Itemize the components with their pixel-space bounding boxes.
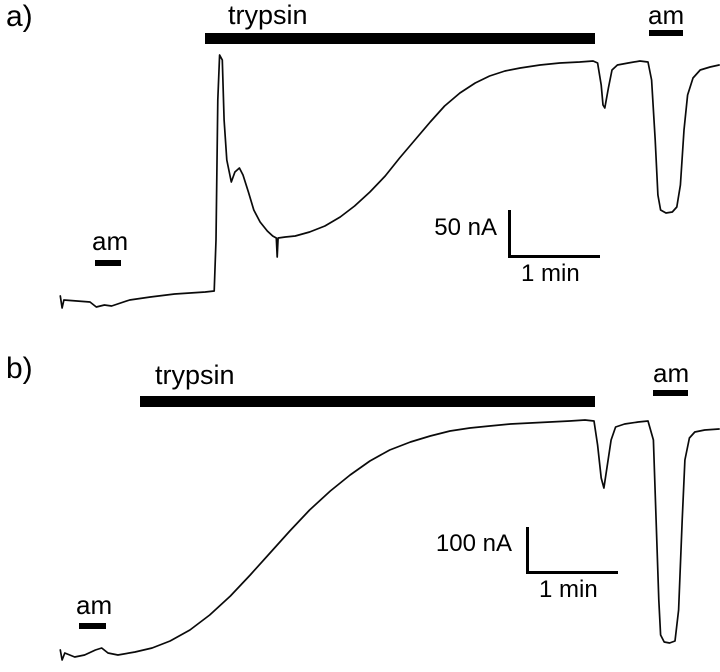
current-scale-bar-b <box>526 527 529 574</box>
panel-a-label: a) <box>6 0 33 33</box>
amiloride-application-bar-post-b <box>653 390 688 396</box>
amiloride-label-pre-b: am <box>76 590 113 620</box>
trypsin-label-a: trypsin <box>228 0 308 30</box>
trypsin-label-b: trypsin <box>155 360 235 390</box>
amiloride-application-bar-pre-b <box>79 623 106 629</box>
current-scale-bar-a <box>508 210 511 258</box>
current-trace-a <box>59 54 720 309</box>
time-scale-label-b: 1 min <box>539 576 598 603</box>
time-scale-label-a: 1 min <box>521 260 580 287</box>
time-scale-bar-a <box>508 255 600 258</box>
panel-b-label: b) <box>6 352 33 385</box>
current-scale-label-a: 50 nA <box>434 214 497 241</box>
amiloride-label-post-a: am <box>648 0 685 30</box>
time-scale-bar-b <box>526 571 618 574</box>
current-trace-b <box>59 419 720 661</box>
trypsin-application-bar-b <box>140 396 595 407</box>
amiloride-label-pre-a: am <box>92 226 129 256</box>
amiloride-label-post-b: am <box>653 358 690 388</box>
current-scale-label-b: 100 nA <box>435 530 512 557</box>
amiloride-application-bar-post-a <box>649 30 683 36</box>
trypsin-application-bar-a <box>205 33 595 44</box>
amiloride-application-bar-pre-a <box>95 260 121 266</box>
